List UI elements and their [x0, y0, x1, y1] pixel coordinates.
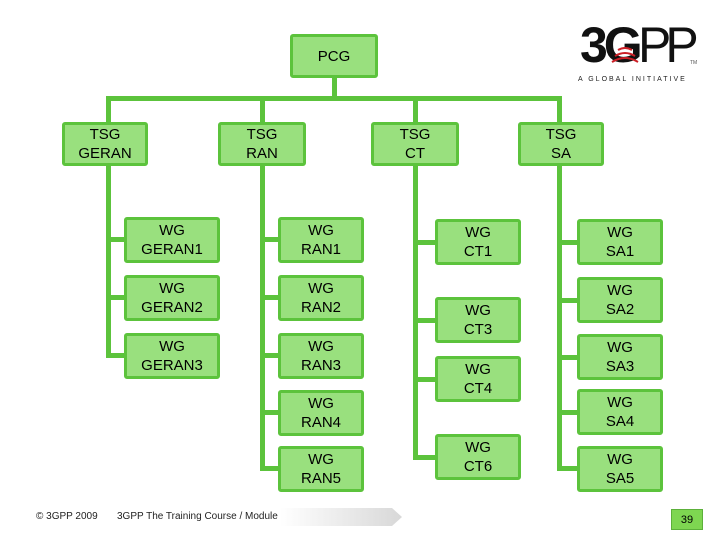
connector: [557, 410, 579, 415]
svg-text:PP: PP: [638, 17, 696, 72]
tsg-ran-box: TSG RAN: [218, 122, 306, 166]
3gpp-logo: 3G PP TM A GLOBAL INITIATIVE: [578, 10, 708, 90]
course-text: 3GPP The Training Course / Module 1: [117, 511, 287, 522]
connector: [260, 237, 280, 242]
svg-text:3G: 3G: [580, 17, 640, 72]
connector: [557, 164, 562, 469]
connector: [106, 295, 126, 300]
connector: [332, 78, 337, 98]
wg-sa4-box: WG SA4: [577, 389, 663, 435]
connector: [106, 96, 111, 124]
connector: [106, 164, 111, 357]
connector: [557, 355, 579, 360]
tsg-geran-box: TSG GERAN: [62, 122, 148, 166]
wg-geran1-box: WG GERAN1: [124, 217, 220, 263]
connector: [557, 466, 579, 471]
wg-ct6-box: WG CT6: [435, 434, 521, 480]
wg-sa5-box: WG SA5: [577, 446, 663, 492]
footer-bar: [280, 508, 402, 526]
wg-ran4-box: WG RAN4: [278, 390, 364, 436]
trademark-mark: TM: [690, 60, 698, 66]
wg-ct4-box: WG CT4: [435, 356, 521, 402]
tsg-sa-box: TSG SA: [518, 122, 604, 166]
connector: [413, 455, 437, 460]
connector: [557, 96, 562, 124]
connector: [413, 164, 418, 459]
wg-geran2-box: WG GERAN2: [124, 275, 220, 321]
wg-sa2-box: WG SA2: [577, 277, 663, 323]
wg-sa3-box: WG SA3: [577, 334, 663, 380]
connector: [106, 96, 560, 101]
connector: [557, 240, 579, 245]
connector: [260, 410, 280, 415]
connector: [413, 318, 437, 323]
connector: [106, 353, 126, 358]
connector: [260, 164, 265, 469]
connector: [557, 298, 579, 303]
wg-ran2-box: WG RAN2: [278, 275, 364, 321]
connector: [260, 353, 280, 358]
copyright-text: © 3GPP 2009: [36, 511, 98, 522]
connector: [413, 377, 437, 382]
wg-geran3-box: WG GERAN3: [124, 333, 220, 379]
connector: [260, 96, 265, 124]
connector: [413, 240, 437, 245]
connector: [413, 96, 418, 124]
3gpp-logo-graphic: 3G PP: [580, 17, 702, 73]
connector: [260, 466, 280, 471]
wg-ct3-box: WG CT3: [435, 297, 521, 343]
wg-sa1-box: WG SA1: [577, 219, 663, 265]
tsg-ct-box: TSG CT: [371, 122, 459, 166]
wg-ran1-box: WG RAN1: [278, 217, 364, 263]
connector: [260, 295, 280, 300]
wg-ran3-box: WG RAN3: [278, 333, 364, 379]
page-number: 39: [671, 509, 703, 530]
wg-ct1-box: WG CT1: [435, 219, 521, 265]
connector: [106, 237, 126, 242]
wg-ran5-box: WG RAN5: [278, 446, 364, 492]
logo-tagline: A GLOBAL INITIATIVE: [578, 76, 687, 83]
pcg-box: PCG: [290, 34, 378, 78]
